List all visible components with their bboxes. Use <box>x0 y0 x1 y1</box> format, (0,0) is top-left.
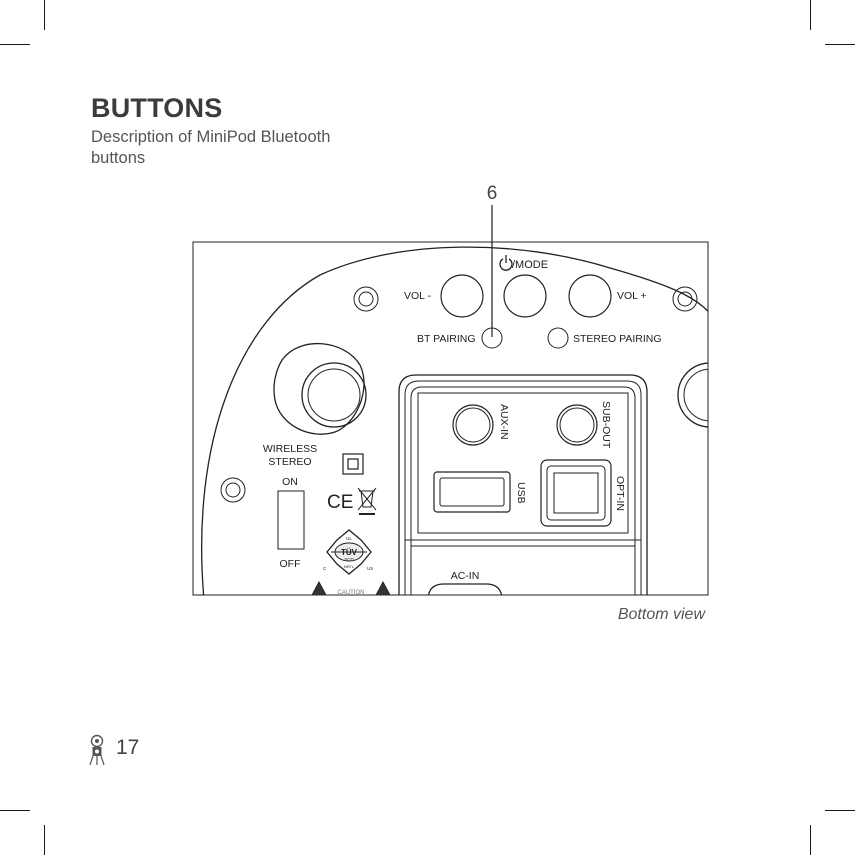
brand-logo-icon <box>89 734 105 766</box>
ac-in-socket[interactable] <box>427 583 503 600</box>
bt-pairing-label: BT PAIRING <box>417 333 476 345</box>
switch-off-label: OFF <box>280 558 301 570</box>
wireless-stereo-switch[interactable] <box>277 490 305 550</box>
sub-out-label: SUB-OUT <box>600 401 612 449</box>
double-square-icon <box>342 453 364 475</box>
speaker-outline <box>201 246 708 595</box>
vol-plus-label: VOL + <box>617 290 647 302</box>
vol-minus-button[interactable] <box>440 274 484 318</box>
crop-mark <box>0 44 30 45</box>
connector-recess <box>398 374 648 595</box>
crop-mark <box>825 810 855 811</box>
switch-on-label: ON <box>282 476 298 488</box>
crop-mark <box>44 825 45 855</box>
sub-out-jack[interactable] <box>556 404 598 446</box>
stereo-pairing-button[interactable] <box>547 327 569 349</box>
tuv-ul-label: UL <box>346 536 352 541</box>
crop-mark <box>44 0 45 30</box>
page-subtitle: Description of MiniPod Bluetooth buttons <box>91 128 331 167</box>
rubber-foot <box>677 362 708 428</box>
screw-hole <box>672 286 698 312</box>
power-icon <box>499 255 513 271</box>
screw-hole <box>353 286 379 312</box>
rubber-foot <box>273 342 367 435</box>
vol-minus-label: VOL - <box>404 290 432 302</box>
stereo-label: STEREO <box>268 456 311 468</box>
tuv-c-label: C <box>323 566 327 571</box>
figure-caption: Bottom view <box>617 606 705 623</box>
crop-mark <box>0 810 30 811</box>
panel-frame <box>192 241 709 596</box>
crop-mark <box>810 0 811 30</box>
mode-label: /MODE <box>512 259 548 271</box>
page-title: BUTTONS <box>91 93 223 123</box>
crossed-bin-icon <box>357 487 377 515</box>
aux-in-label: AUX-IN <box>498 404 510 440</box>
caution-label: CAUTION <box>338 590 365 596</box>
screw-hole <box>220 477 246 503</box>
tuv-ntl-label: NRTL <box>344 564 355 569</box>
tuv-label: TÜV <box>341 548 358 557</box>
mode-button[interactable] <box>503 274 547 318</box>
callout-number: 6 <box>487 183 498 204</box>
tuv-us-label: US <box>367 566 373 571</box>
page-number: 17 <box>116 736 140 759</box>
opt-in-label: OPT-IN <box>614 476 626 511</box>
certification-mark <box>326 529 372 575</box>
stereo-pairing-label: STEREO PAIRING <box>573 333 662 345</box>
ce-mark: CE <box>327 492 353 513</box>
crop-mark <box>810 825 811 855</box>
usb-port[interactable] <box>433 471 511 513</box>
ac-in-label: AC-IN <box>451 570 480 582</box>
wireless-label: WIRELESS <box>263 443 317 455</box>
opt-in-port[interactable] <box>540 459 612 527</box>
usb-label: USB <box>515 482 527 504</box>
aux-in-jack[interactable] <box>452 404 494 446</box>
warning-triangle-icon <box>311 580 391 595</box>
vol-plus-button[interactable] <box>568 274 612 318</box>
tuv-scd-label: SCD <box>344 557 354 562</box>
crop-mark <box>825 44 855 45</box>
bt-pairing-button[interactable] <box>481 327 503 349</box>
